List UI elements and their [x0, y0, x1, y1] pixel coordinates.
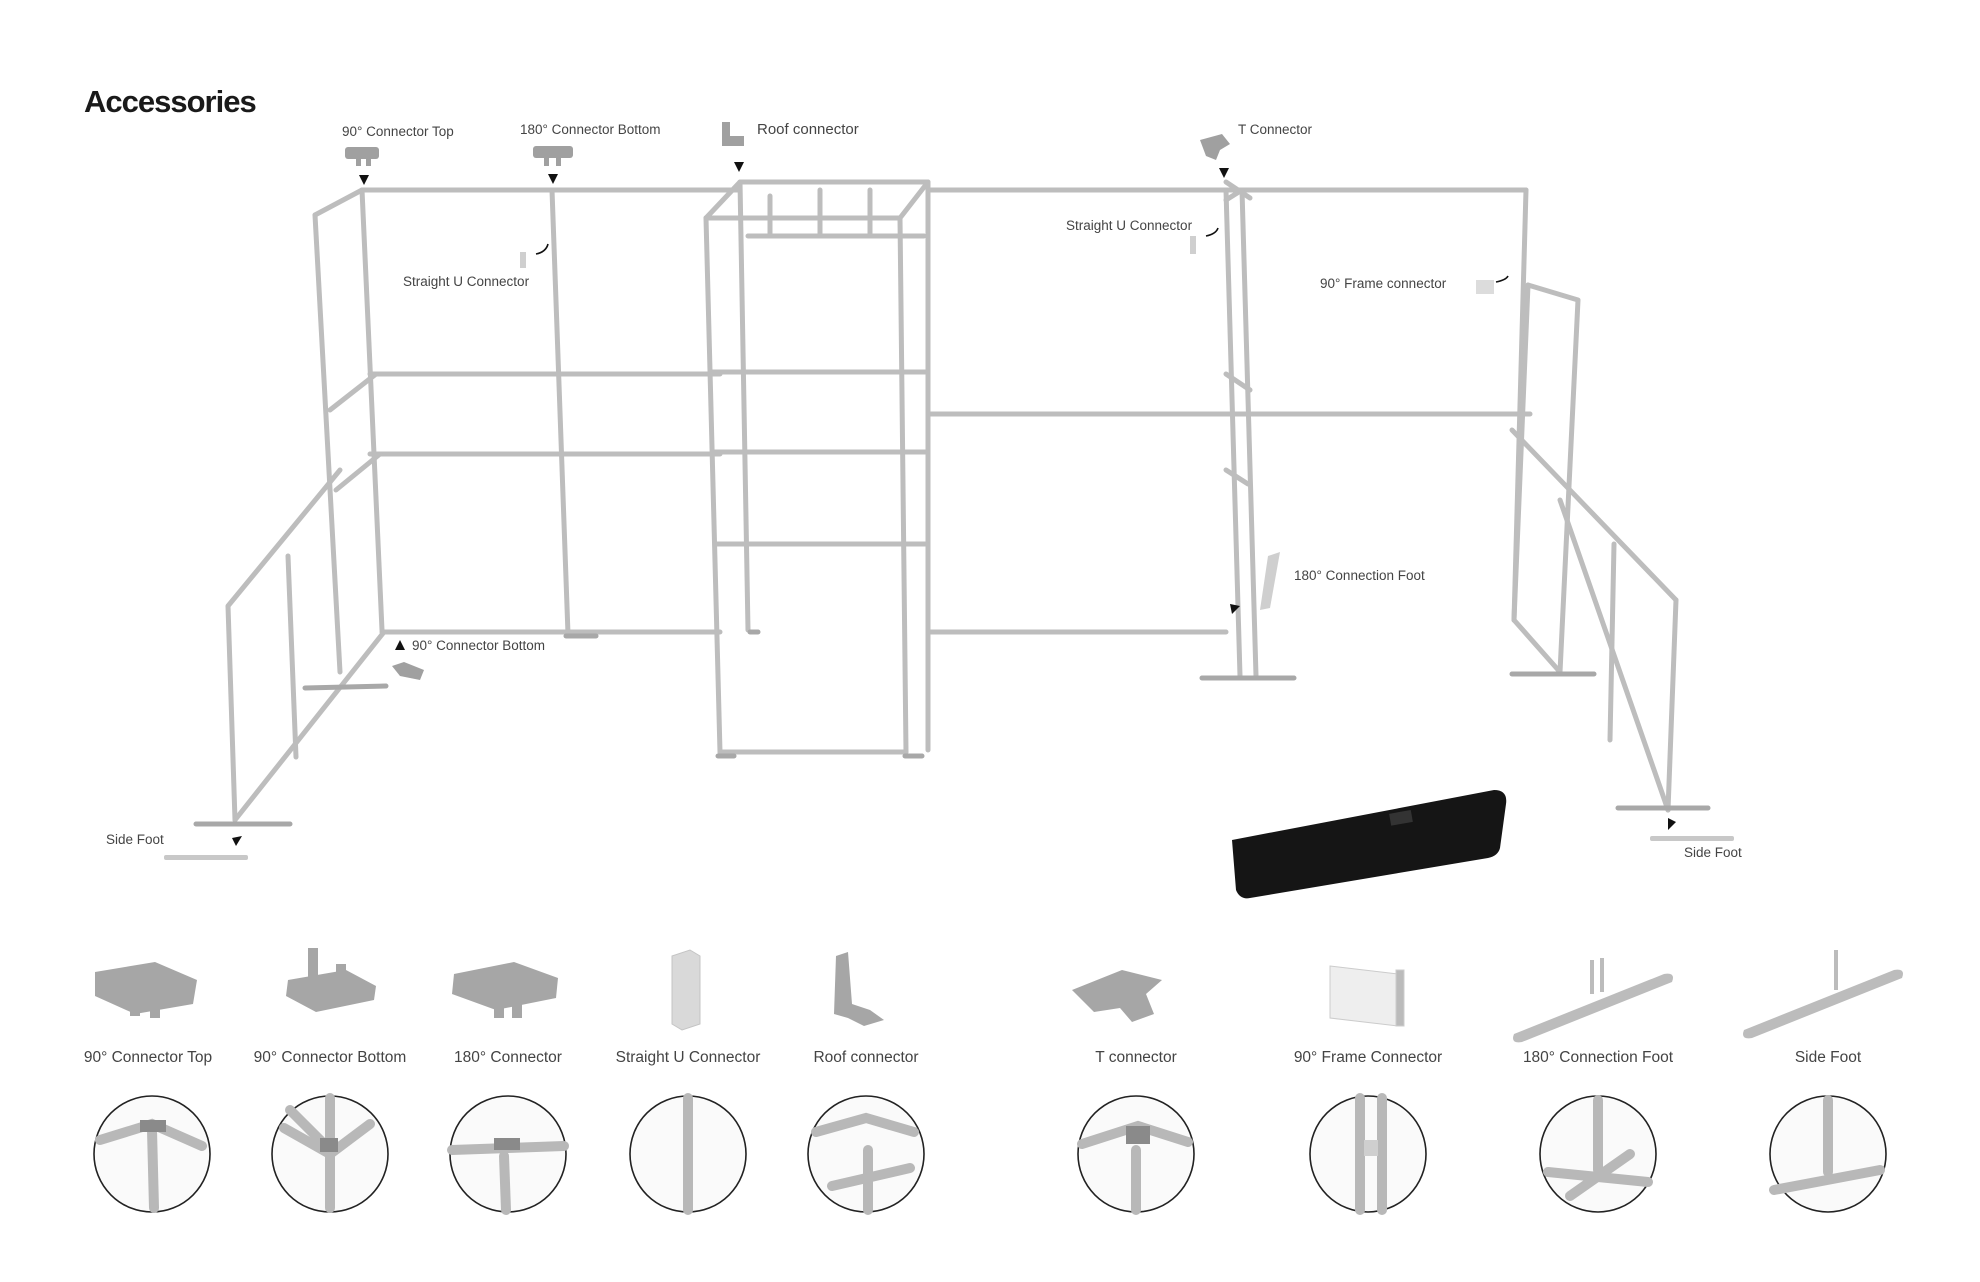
label-t-connector: T Connector — [1238, 122, 1313, 137]
part-caption: 90° Connector Top — [83, 1049, 213, 1066]
carry-bag-icon — [1232, 790, 1507, 899]
label-connection-foot-180: 180° Connection Foot — [1294, 568, 1425, 583]
connector-180-icon — [452, 962, 558, 1018]
booth-frame — [225, 179, 1679, 823]
part-caption: Side Foot — [1794, 1049, 1862, 1066]
part-caption: 180° Connector — [454, 1049, 562, 1066]
roof-connector-icon — [834, 952, 884, 1026]
detail-circle-contents — [95, 1093, 1885, 1215]
connector-bottom-icon — [286, 948, 376, 1012]
straight-u-icon — [671, 949, 701, 1031]
part-caption: 90° Connector Bottom — [253, 1049, 407, 1066]
label-roof-connector: Roof connector — [757, 121, 859, 138]
part-caption: 90° Frame Connector — [1293, 1049, 1443, 1066]
page-title: Accessories — [84, 84, 257, 119]
t-connector-icon — [1072, 970, 1162, 1022]
label-side-foot-right: Side Foot — [1684, 845, 1742, 860]
detail-highlights — [140, 1120, 1378, 1156]
connection-foot-icon — [1513, 958, 1673, 1043]
label-frame-connector: 90° Frame connector — [1320, 276, 1447, 291]
frame-feet — [193, 629, 1711, 827]
part-caption: T connector — [1095, 1049, 1177, 1066]
label-straight-u-left: Straight U Connector — [403, 274, 530, 289]
diagram-connector-thumbs — [164, 122, 1734, 860]
side-foot-icon — [1743, 950, 1903, 1039]
part-icons — [95, 948, 1903, 1043]
curved-pointers — [535, 227, 1509, 283]
part-caption: 180° Connection Foot — [1522, 1049, 1674, 1066]
frame-connector-icon — [1329, 965, 1405, 1027]
label-connector-bottom-180: 180° Connector Bottom — [520, 122, 661, 137]
label-connector-top: 90° Connector Top — [342, 124, 454, 139]
label-side-foot-left: Side Foot — [106, 832, 164, 847]
part-caption: Straight U Connector — [615, 1049, 761, 1066]
pointer-arrows — [232, 162, 1676, 846]
label-connector-bottom-90: 90° Connector Bottom — [412, 638, 545, 653]
label-straight-u-right: Straight U Connector — [1066, 218, 1193, 233]
detail-circles — [93, 1095, 1887, 1213]
connector-top-icon — [95, 962, 197, 1018]
part-caption: Roof connector — [813, 1049, 919, 1066]
